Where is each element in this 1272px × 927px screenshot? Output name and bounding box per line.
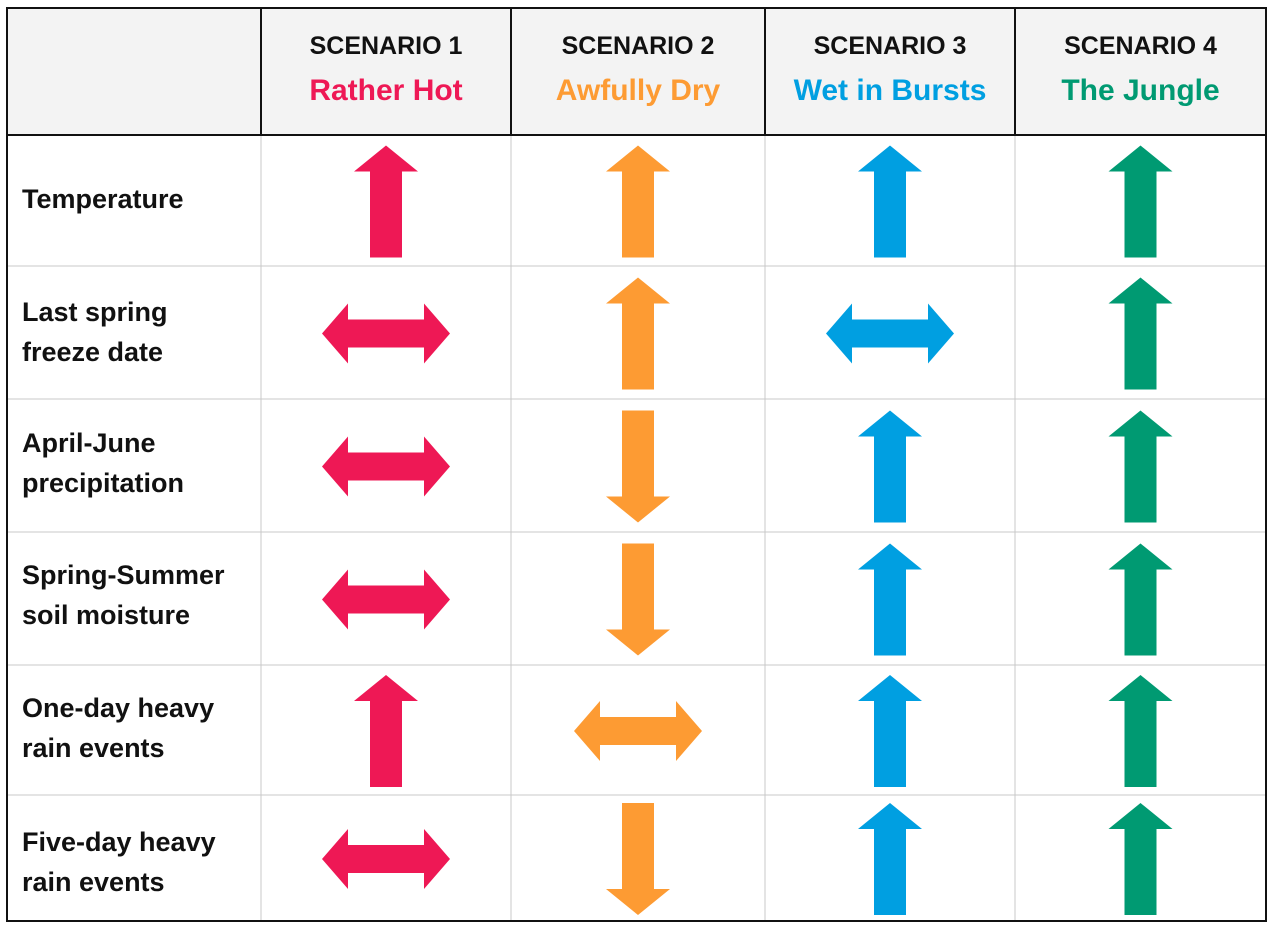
- row-label-line: rain events: [22, 733, 165, 763]
- up-arrow-icon: [858, 410, 922, 523]
- up-arrow-icon: [354, 145, 418, 258]
- scenario-header-1: SCENARIO 1 Rather Hot: [261, 31, 511, 111]
- row-label-temperature: Temperature: [22, 179, 184, 219]
- down-arrow-icon: [606, 543, 670, 656]
- up-arrow-icon: [1108, 410, 1173, 523]
- row-label-line: Five-day heavy: [22, 827, 216, 857]
- table-border: [6, 7, 1267, 922]
- up-arrow-icon: [606, 277, 670, 390]
- left-right-arrow-icon: [322, 436, 450, 497]
- row-label-line: Temperature: [22, 184, 184, 214]
- scenario-number: SCENARIO 2: [561, 32, 715, 60]
- scenario-name: The Jungle: [1061, 74, 1220, 107]
- up-arrow-icon: [858, 675, 922, 787]
- scenario-number: SCENARIO 4: [1064, 32, 1217, 60]
- left-right-arrow-icon: [322, 829, 450, 889]
- left-right-arrow-icon: [574, 701, 702, 761]
- up-arrow-icon: [1108, 675, 1173, 787]
- up-arrow-icon: [858, 803, 922, 915]
- scenario-header-2: SCENARIO 2 Awfully Dry: [511, 31, 765, 111]
- row-label-line: April-June: [22, 428, 156, 458]
- left-right-arrow-icon: [322, 569, 450, 630]
- up-arrow-icon: [858, 543, 922, 656]
- row-label-line: Last spring: [22, 297, 168, 327]
- down-arrow-icon: [606, 803, 670, 915]
- scenario-number: SCENARIO 3: [813, 32, 967, 60]
- up-arrow-icon: [606, 145, 670, 258]
- up-arrow-icon: [858, 145, 922, 258]
- row-label-line: freeze date: [22, 337, 164, 367]
- left-right-arrow-icon: [322, 303, 450, 364]
- up-arrow-icon: [1108, 277, 1173, 390]
- up-arrow-icon: [1108, 803, 1173, 915]
- up-arrow-icon: [1108, 543, 1173, 656]
- scenario-name: Wet in Bursts: [793, 74, 987, 107]
- header-background: [7, 8, 1266, 135]
- down-arrow-icon: [606, 410, 670, 523]
- row-label-one-day-heavy-rain-events: One-day heavy rain events: [22, 688, 214, 768]
- row-label-spring-summer-soil-moisture: Spring-Summer soil moisture: [22, 555, 225, 635]
- scenario-name: Awfully Dry: [555, 74, 721, 107]
- row-label-line: precipitation: [22, 468, 185, 498]
- scenario-name: Rather Hot: [309, 74, 463, 107]
- row-label-line: rain events: [22, 867, 165, 897]
- up-arrow-icon: [354, 675, 418, 787]
- row-label-april-june-precipitation: April-June precipitation: [22, 423, 184, 503]
- row-label-last-spring-freeze-date: Last spring freeze date: [22, 292, 168, 372]
- row-label-line: soil moisture: [22, 600, 191, 630]
- left-right-arrow-icon: [826, 303, 954, 364]
- scenario-header-4: SCENARIO 4 The Jungle: [1015, 31, 1266, 111]
- row-label-line: Spring-Summer: [22, 560, 225, 590]
- row-label-five-day-heavy-rain-events: Five-day heavy rain events: [22, 822, 216, 902]
- scenario-number: SCENARIO 1: [309, 32, 463, 60]
- up-arrow-icon: [1108, 145, 1173, 258]
- scenario-header-3: SCENARIO 3 Wet in Bursts: [765, 31, 1015, 111]
- row-label-line: One-day heavy: [22, 693, 215, 723]
